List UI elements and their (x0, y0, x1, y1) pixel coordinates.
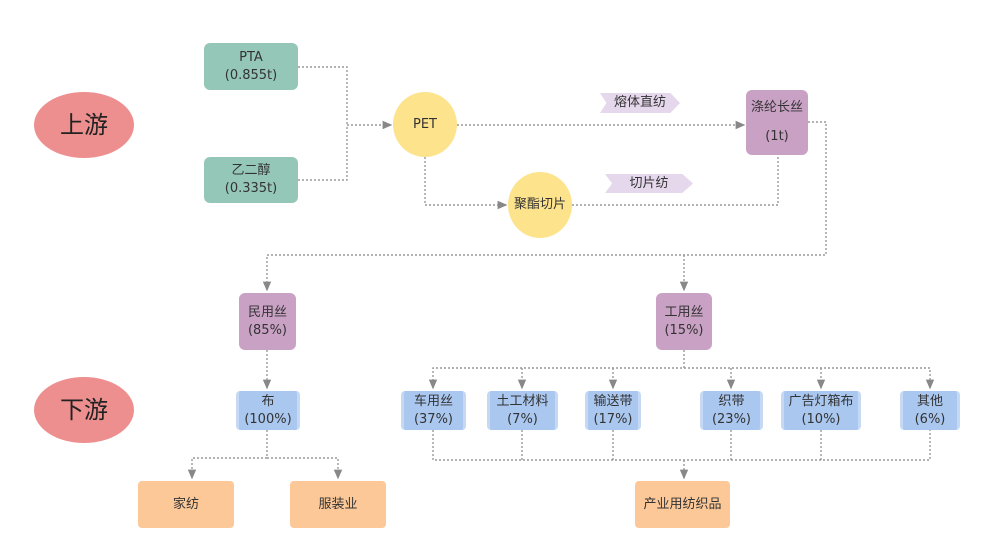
line-pet-chips (424, 157, 508, 210)
use-name: 土工材料 (496, 393, 549, 409)
use-name: 其他 (916, 393, 943, 409)
pta-amount: (0.855t) (224, 67, 278, 83)
node-pet: PET (393, 92, 457, 157)
node-cloth: 布 (100%) (236, 391, 300, 430)
line-meg (298, 125, 348, 181)
use-share: (6%) (914, 411, 946, 427)
cloth-share: (100%) (244, 411, 292, 427)
industrial-name: 工用丝 (664, 304, 704, 320)
upstream-label: 上游 (34, 92, 134, 158)
line-cloth-split (187, 430, 268, 480)
use-share: (23%) (711, 411, 752, 427)
filament-name: 涤纶长丝 (750, 99, 803, 115)
node-polyester-chips: 聚酯切片 (508, 172, 572, 238)
node-apparel: 服装业 (290, 481, 386, 528)
node-polyester-filament: 涤纶长丝 (1t) (746, 90, 808, 155)
civil-name: 民用丝 (247, 304, 287, 320)
node-industrial-textiles: 产业用纺织品 (635, 481, 730, 528)
node-use: 其他 (6%) (900, 391, 960, 430)
meg-name: 乙二醇 (231, 163, 271, 179)
node-use: 广告灯箱布 (10%) (781, 391, 861, 430)
line-chips-filament (572, 155, 779, 206)
node-civil-yarn: 民用丝 (85%) (239, 293, 296, 350)
civil-share: (85%) (247, 322, 288, 338)
use-share: (7%) (507, 411, 538, 427)
line-industrial-split (428, 350, 685, 390)
node-use: 土工材料 (7%) (487, 391, 558, 430)
use-name: 车用丝 (413, 393, 453, 409)
use-name: 输送带 (593, 393, 633, 409)
cloth-name: 布 (261, 393, 275, 409)
use-share: (17%) (593, 411, 633, 427)
node-pta: PTA (0.855t) (204, 43, 298, 90)
line-filament-split (262, 121, 827, 292)
line-pta (298, 66, 348, 125)
node-use: 织带 (23%) (700, 391, 763, 430)
use-share: (10%) (801, 411, 841, 427)
node-home-textiles: 家纺 (138, 481, 234, 528)
node-meg: 乙二醇 (0.335t) (204, 157, 298, 203)
node-use: 输送带 (17%) (585, 391, 641, 430)
industrial-share: (15%) (664, 322, 704, 338)
tag-melt-spinning: 熔体直纺 (600, 93, 680, 113)
node-use: 车用丝 (37%) (401, 391, 466, 430)
node-industrial-yarn: 工用丝 (15%) (656, 293, 712, 350)
line-uses-merge (432, 430, 931, 461)
use-name: 广告灯箱布 (788, 393, 854, 409)
meg-amount: (0.335t) (224, 181, 278, 196)
use-name: 织带 (718, 393, 745, 409)
use-share: (37%) (413, 411, 454, 427)
tag-chip-spinning: 切片纺 (605, 174, 693, 193)
filament-amount: (1t) (765, 128, 789, 144)
downstream-label: 下游 (34, 377, 134, 443)
pta-name: PTA (239, 49, 263, 65)
